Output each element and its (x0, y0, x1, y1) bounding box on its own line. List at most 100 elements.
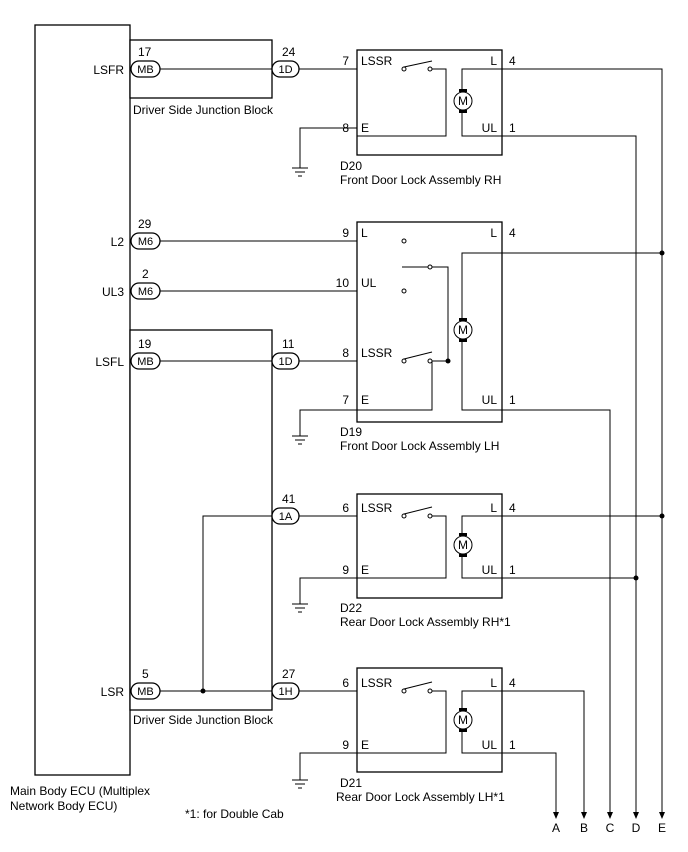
pin-number: 1 (509, 393, 516, 407)
pin-number: 4 (509, 676, 516, 690)
connector-jb-1d: 1D 11 (271, 337, 300, 370)
svg-text:M6: M6 (138, 236, 153, 248)
svg-text:M: M (458, 94, 468, 108)
ecu-pin-label-ul3: UL3 (102, 285, 124, 299)
motor-icon: M (453, 89, 473, 113)
connector-pin-number: 29 (138, 217, 152, 231)
connector-pin-number: 11 (282, 337, 295, 351)
connector-lsfl-mb: MB 19 (130, 337, 161, 370)
pin-label: LSSR (361, 346, 393, 360)
ecu-pin-label-lsfr: LSFR (93, 63, 124, 77)
connector-jb-1a: 1A 41 (271, 492, 300, 525)
assembly-d21: 6 LSSR 9 E L 4 UL 1 M D21 Rear Door Lock… (336, 667, 516, 804)
pin-number: 7 (342, 54, 349, 68)
wires (160, 68, 665, 818)
connector-lsfr-mb: MB 17 (130, 45, 161, 78)
connector-pin-number: 5 (142, 667, 149, 681)
pin-label: UL (482, 121, 498, 135)
pin-number: 4 (509, 226, 516, 240)
ground-icon (292, 167, 308, 177)
ecu-pin-label-l2: L2 (111, 235, 125, 249)
assembly-code: D20 (340, 159, 362, 173)
junction-block-top-name: Driver Side Junction Block (133, 103, 274, 117)
connector-lsr-mb: MB 5 (130, 667, 161, 700)
pin-label: LSSR (361, 676, 393, 690)
terminal-b: B (580, 812, 588, 835)
terminal-e: E (658, 812, 666, 835)
ground-icon (292, 779, 308, 789)
ground-symbols (292, 167, 308, 789)
pin-label: UL (361, 276, 377, 290)
svg-text:1H: 1H (278, 686, 292, 698)
ecu-pin-label-lsfl: LSFL (95, 355, 124, 369)
pin-number: 9 (342, 226, 349, 240)
assembly-code: D22 (340, 601, 362, 615)
pin-label: UL (482, 393, 498, 407)
connector-l2-m6: M6 29 (130, 217, 161, 250)
connector-pin-number: 19 (138, 337, 152, 351)
assembly-name: Rear Door Lock Assembly RH*1 (340, 615, 511, 629)
terminals: A B C D E (552, 812, 666, 835)
connector-jb-1d-top: 1D 24 (271, 45, 300, 78)
pin-label: LSSR (361, 54, 393, 68)
svg-text:MB: MB (137, 64, 154, 76)
ecu-name-line1: Main Body ECU (Multiplex (10, 784, 150, 798)
pin-number: 1 (509, 563, 516, 577)
terminal-d: D (632, 812, 641, 835)
pin-number: 4 (509, 501, 516, 515)
assembly-d22: 6 LSSR 9 E L 4 UL 1 M D22 Rear Door Lock… (340, 493, 516, 629)
connector-jb-1h: 1H 27 (271, 667, 300, 700)
svg-text:MB: MB (137, 686, 154, 698)
svg-text:M: M (458, 323, 468, 337)
ground-icon (292, 435, 308, 445)
svg-text:1A: 1A (279, 511, 293, 523)
connector-ul3-m6: M6 2 (130, 267, 161, 300)
assembly-code: D21 (340, 776, 362, 790)
pin-number: 8 (342, 346, 349, 360)
pin-label: UL (482, 738, 498, 752)
connector-pin-number: 17 (138, 45, 152, 59)
connector-ovals: MB 17 M6 29 M6 2 MB 19 MB 5 1D 24 (130, 45, 300, 700)
motor-icon: M (453, 708, 473, 732)
assembly-code: D19 (340, 425, 362, 439)
svg-text:D: D (632, 821, 641, 835)
pin-label: L (490, 54, 497, 68)
ground-icon (292, 603, 308, 613)
ecu-name-line2: Network Body ECU) (10, 799, 117, 813)
pin-number: 1 (509, 738, 516, 752)
assembly-name: Front Door Lock Assembly RH (340, 173, 501, 187)
pin-number: 8 (342, 121, 349, 135)
assembly-d19: 9 L 10 UL 8 LSSR 7 E L 4 UL 1 M D19 (336, 221, 516, 453)
motor-icon: M (453, 318, 473, 342)
svg-text:1D: 1D (278, 356, 292, 368)
pin-number: 9 (342, 563, 349, 577)
connector-pin-number: 2 (142, 267, 149, 281)
svg-text:MB: MB (137, 356, 154, 368)
ecu-pin-label-lsr: LSR (101, 685, 125, 699)
terminal-a: A (552, 812, 560, 835)
svg-text:M6: M6 (138, 286, 153, 298)
connector-pin-number: 24 (282, 45, 296, 59)
terminal-c: C (606, 812, 615, 835)
pin-label: L (490, 501, 497, 515)
pin-number: 6 (342, 501, 349, 515)
connector-pin-number: 41 (282, 492, 296, 506)
assembly-name: Rear Door Lock Assembly LH*1 (336, 790, 505, 804)
pin-label: E (361, 738, 369, 752)
main-body-ecu: Main Body ECU (Multiplex Network Body EC… (10, 24, 150, 813)
pin-number: 7 (342, 393, 349, 407)
connector-pin-number: 27 (282, 667, 296, 681)
pin-number: 10 (336, 276, 350, 290)
assembly-d20: 7 LSSR 8 E L 4 UL 1 M D20 Front Door Loc… (340, 49, 516, 187)
svg-text:1D: 1D (278, 64, 292, 76)
svg-text:M: M (458, 538, 468, 552)
pin-label: L (490, 676, 497, 690)
footnote: *1: for Double Cab (185, 807, 284, 821)
svg-text:B: B (580, 821, 588, 835)
pin-number: 9 (342, 738, 349, 752)
svg-text:C: C (606, 821, 615, 835)
junction-block-bottom-name: Driver Side Junction Block (133, 713, 274, 727)
pin-number: 4 (509, 54, 516, 68)
pin-label: L (490, 226, 497, 240)
